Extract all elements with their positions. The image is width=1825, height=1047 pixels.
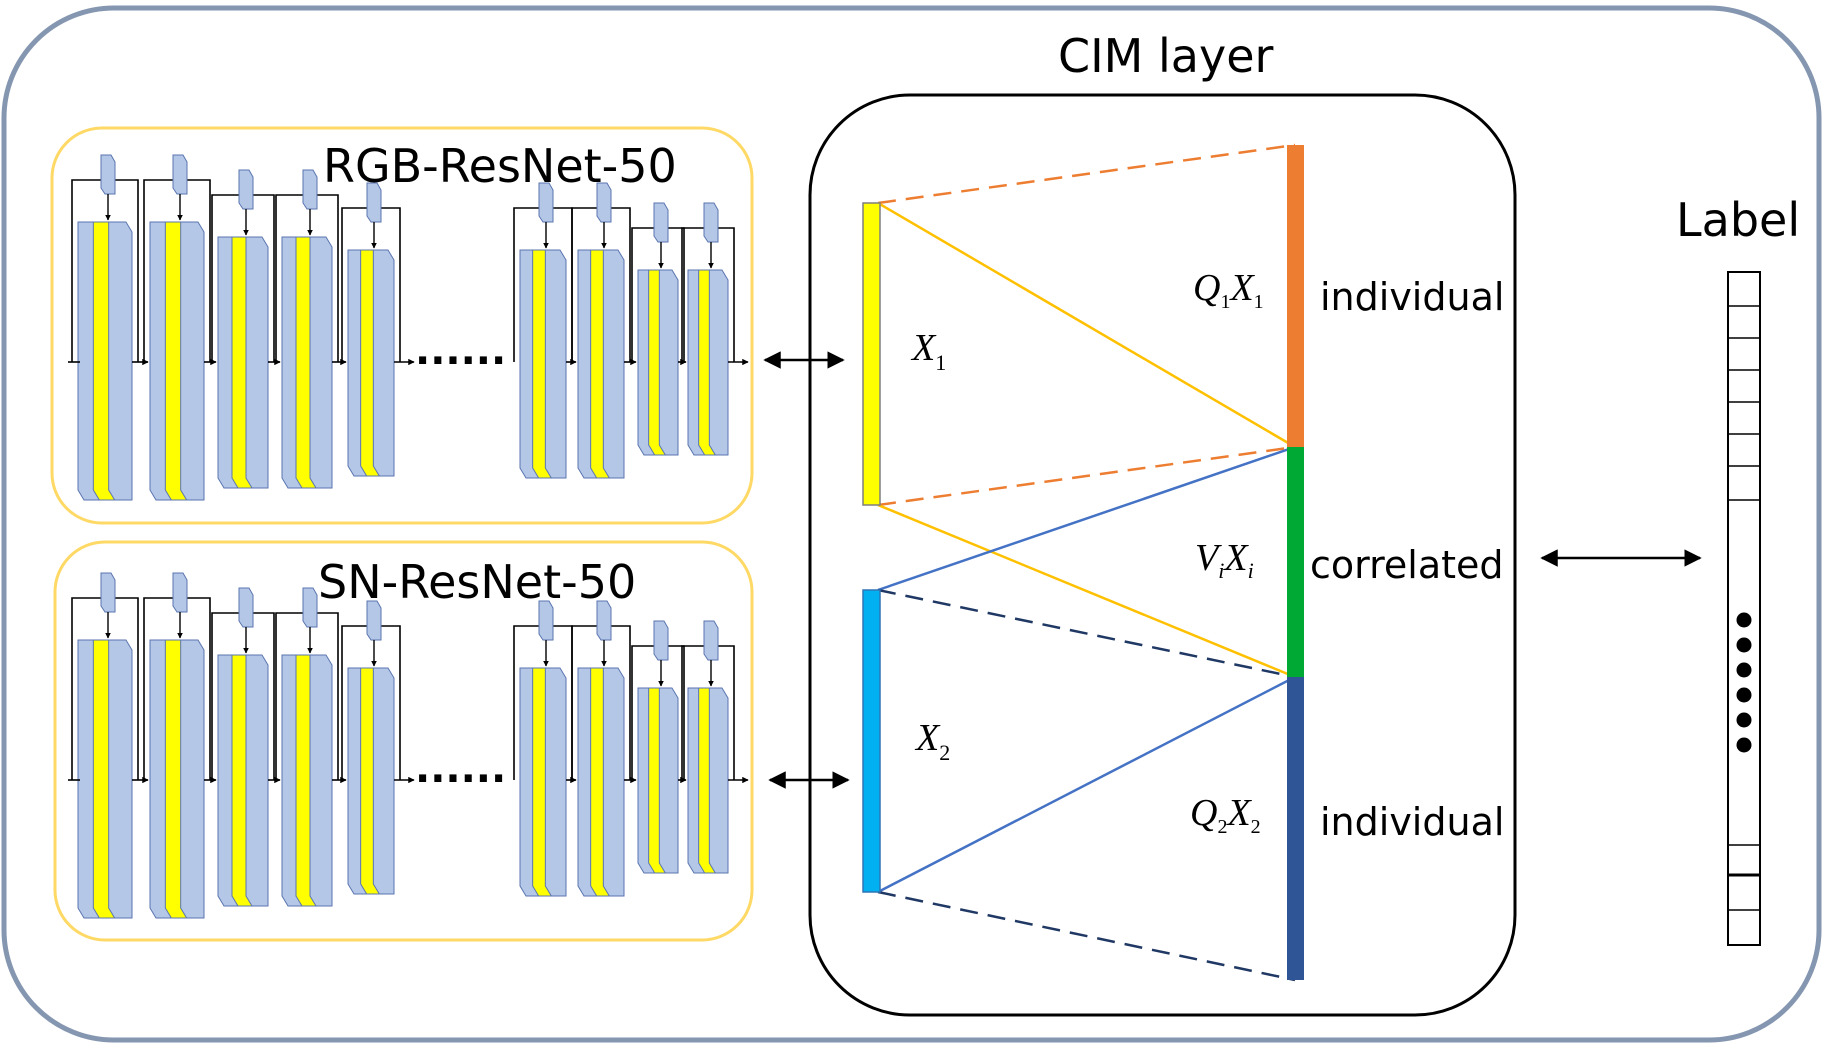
cim-layer-title: CIM layer xyxy=(1058,29,1273,83)
x1-bottom-solid xyxy=(877,503,1296,679)
individual-bottom-label: individual xyxy=(1320,800,1504,844)
rgb-branch-panel xyxy=(50,126,754,525)
residual-block xyxy=(143,154,217,501)
q1x1-label: Q1X1 xyxy=(1193,267,1264,313)
block-slab xyxy=(245,654,269,907)
block-slab xyxy=(658,687,679,874)
weight-icon xyxy=(596,600,612,641)
individual-top-label: individual xyxy=(1320,275,1504,319)
residual-block xyxy=(211,587,281,907)
sn-branch-title: SN-ResNet-50 xyxy=(318,555,636,609)
x1-feature-bar xyxy=(862,202,881,506)
weight-icon xyxy=(653,620,669,661)
outer-frame xyxy=(1,5,1822,1043)
weight-icon xyxy=(538,182,554,223)
label-ellipsis-dot xyxy=(1736,612,1752,628)
vixi-label: ViXi xyxy=(1195,537,1254,583)
residual-block xyxy=(275,169,347,489)
residual-block xyxy=(513,600,577,897)
block-slab xyxy=(658,269,679,456)
label-vector-frame xyxy=(1727,271,1761,946)
weight-icon xyxy=(302,169,318,210)
sn-resnet-blocks xyxy=(68,572,749,919)
weight-icon xyxy=(366,600,382,641)
cim-layer-box xyxy=(808,93,1517,1017)
block-slab xyxy=(544,667,567,897)
block-slab xyxy=(309,654,333,907)
block-slab xyxy=(372,667,395,895)
residual-block xyxy=(513,182,577,479)
block-slab xyxy=(544,249,567,479)
weight-icon xyxy=(703,202,719,243)
sn-branch-panel xyxy=(53,540,754,942)
block-slab xyxy=(245,236,269,489)
block-slab xyxy=(602,667,625,897)
residual-block xyxy=(631,202,687,456)
q2x2-label: Q2X2 xyxy=(1190,792,1261,838)
residual-block xyxy=(571,182,637,479)
residual-block xyxy=(71,572,149,919)
x2-feature-bar xyxy=(862,589,881,893)
label-ellipsis-dot xyxy=(1736,737,1752,753)
x2-top-dashed xyxy=(877,588,1296,679)
block-slab xyxy=(708,687,729,874)
vixi-segment xyxy=(1287,447,1304,677)
x2-bottom-solid xyxy=(877,675,1296,894)
q2x2-segment xyxy=(1287,677,1304,980)
block-slab xyxy=(309,236,333,489)
residual-block xyxy=(631,620,687,874)
rgb-resnet-blocks xyxy=(68,154,749,501)
residual-block xyxy=(71,154,149,501)
correlated-label: correlated xyxy=(1310,543,1504,587)
block-slab xyxy=(708,269,729,456)
rgb-ellipsis: ...... xyxy=(415,328,506,374)
x2-label: X2 xyxy=(914,717,950,765)
weight-icon xyxy=(100,154,116,195)
block-slab xyxy=(372,249,395,477)
rgb-branch-title: RGB-ResNet-50 xyxy=(323,139,677,193)
weight-icon xyxy=(238,587,254,628)
block-slab xyxy=(180,221,205,501)
weight-icon xyxy=(302,587,318,628)
weight-icon xyxy=(653,202,669,243)
residual-block xyxy=(341,182,415,477)
label-title: Label xyxy=(1676,193,1800,247)
weight-icon xyxy=(172,572,188,613)
sn-ellipsis: ...... xyxy=(415,746,506,792)
block-slab xyxy=(602,249,625,479)
weight-icon xyxy=(172,154,188,195)
residual-block xyxy=(681,202,749,456)
label-ellipsis-dot xyxy=(1736,687,1752,703)
weight-icon xyxy=(538,600,554,641)
x1-to-vixi-solid xyxy=(877,201,1296,449)
x1-to-q1x1-dashed xyxy=(877,143,1296,205)
residual-block xyxy=(211,169,281,489)
block-slab xyxy=(180,639,205,919)
block-slab xyxy=(108,221,133,501)
residual-block xyxy=(341,600,415,895)
weight-icon xyxy=(366,182,382,223)
label-ellipsis-dot xyxy=(1736,637,1752,653)
x1-label: X1 xyxy=(910,327,946,375)
residual-block xyxy=(571,600,637,897)
label-vector xyxy=(1727,271,1761,946)
label-ellipsis-dot xyxy=(1736,662,1752,678)
q1x1-segment xyxy=(1287,145,1304,447)
weight-icon xyxy=(703,620,719,661)
weight-icon xyxy=(596,182,612,223)
weight-icon xyxy=(238,169,254,210)
block-slab xyxy=(108,639,133,919)
x2-bottom-dashed xyxy=(877,890,1296,982)
weight-icon xyxy=(100,572,116,613)
x2-to-vixi-solid xyxy=(877,445,1296,592)
label-ellipsis-dot xyxy=(1736,712,1752,728)
residual-block xyxy=(275,587,347,907)
residual-block xyxy=(143,572,217,919)
x1-bottom-dashed xyxy=(877,445,1296,507)
residual-block xyxy=(681,620,749,874)
